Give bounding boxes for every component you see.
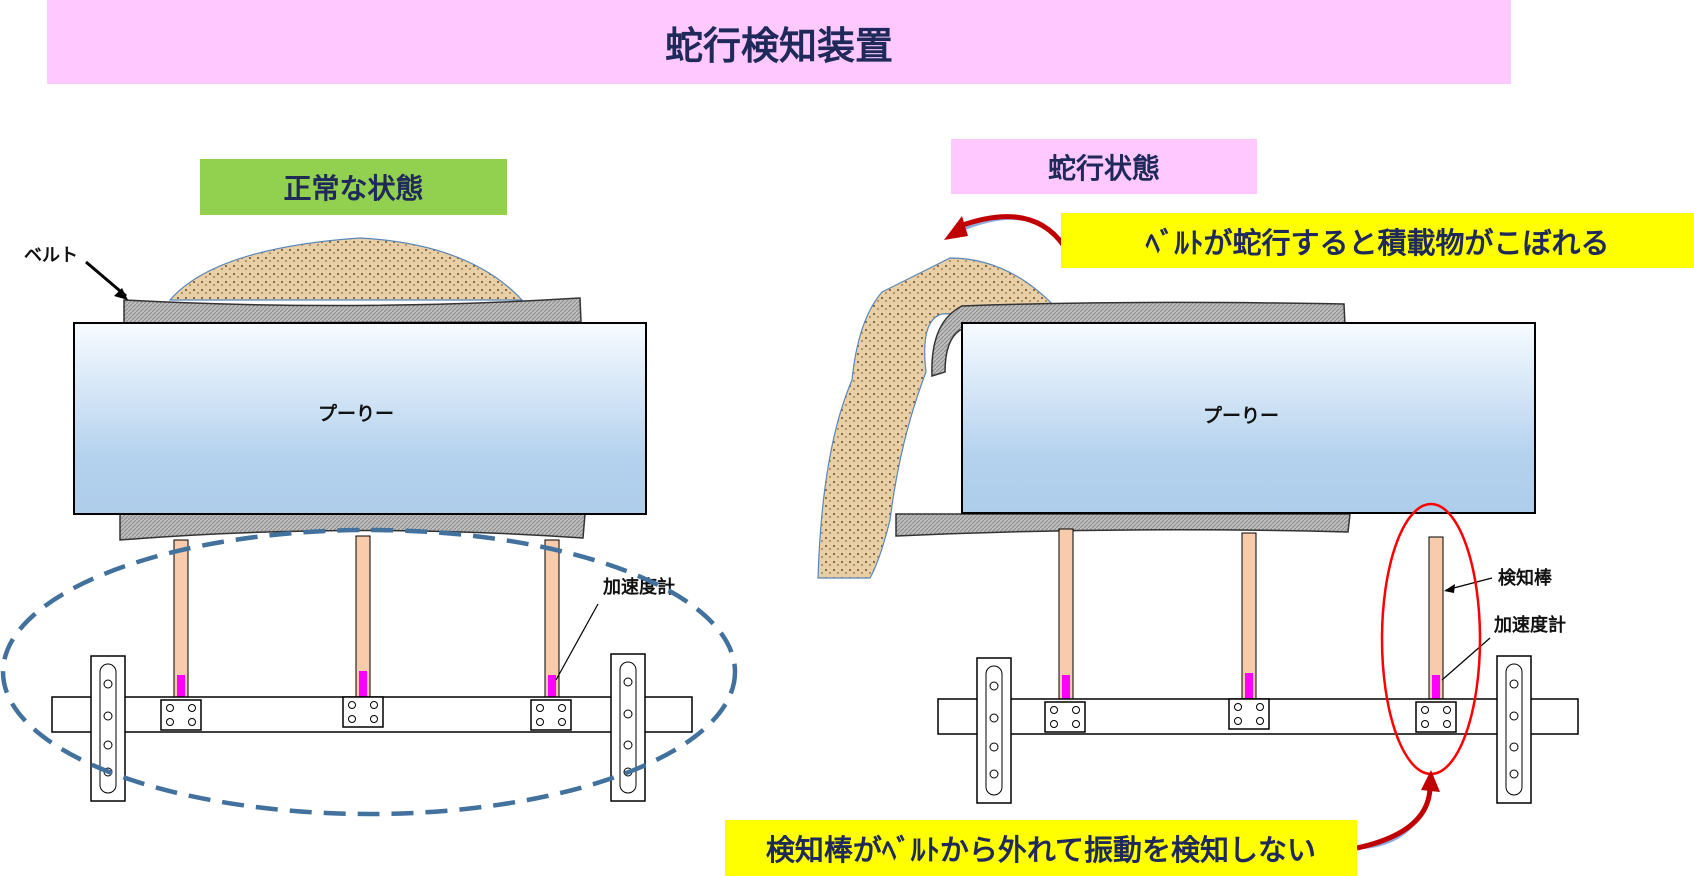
snake-state-label: 蛇行状態 <box>951 139 1257 194</box>
pulley-label: プーりー <box>318 402 394 425</box>
pulley <box>961 322 1536 514</box>
belt-top <box>123 297 582 324</box>
belt-arrow <box>85 260 127 298</box>
accelerometer-label: 加速度計 <box>1493 614 1566 636</box>
side-clamp <box>610 653 646 802</box>
mount-bracket <box>342 696 384 728</box>
belt-bottom <box>119 513 586 541</box>
accelerometer <box>359 671 367 697</box>
side-clamp <box>976 657 1012 804</box>
mount-bracket <box>1415 701 1457 733</box>
mount-bracket <box>1044 701 1086 733</box>
accelerometer <box>548 675 556 699</box>
accelerometer-leader <box>555 603 599 681</box>
mount-bracket <box>530 699 572 731</box>
highlight-ellipse <box>0 527 738 817</box>
belt-bottom <box>895 513 1351 537</box>
accelerometer <box>1062 675 1070 699</box>
no-detect-warning: 検知棒がﾍﾞﾙﾄから外れて振動を検知しない <box>725 820 1357 876</box>
mount-bracket <box>160 699 202 731</box>
spill-arrow-red <box>959 214 1067 248</box>
side-clamp <box>1496 655 1532 804</box>
page-title: 蛇行検知装置 <box>47 0 1511 84</box>
belt-label: ベルト <box>24 245 78 266</box>
spill-arrow-head <box>944 216 968 240</box>
detection-rod <box>1428 536 1444 700</box>
spill-warning: ﾍﾞﾙﾄが蛇行すると積載物がこぼれる <box>1061 213 1694 268</box>
snake-conveyor: プーりー <box>817 214 1579 851</box>
mount-bracket <box>1228 698 1270 730</box>
normal-conveyor: プーりー ベルト <box>0 237 738 817</box>
accelerometer-leader <box>1441 637 1491 681</box>
belt-arrow-head <box>114 288 128 300</box>
no-detect-arrow-red <box>1356 785 1433 851</box>
pulley-label: プーりー <box>1203 404 1279 427</box>
accelerometer <box>1432 675 1440 699</box>
accelerometer <box>177 675 185 699</box>
normal-state-label: 正常な状態 <box>200 159 507 215</box>
accelerometer <box>1245 673 1253 699</box>
detection-rod-label: 検知棒 <box>1498 567 1553 589</box>
load-pile <box>168 237 524 301</box>
side-clamp <box>90 655 126 802</box>
no-detect-arrow-head <box>1421 770 1440 792</box>
pulley <box>73 322 647 515</box>
accelerometer-label: 加速度計 <box>602 576 675 598</box>
detection-rod <box>1058 528 1074 700</box>
